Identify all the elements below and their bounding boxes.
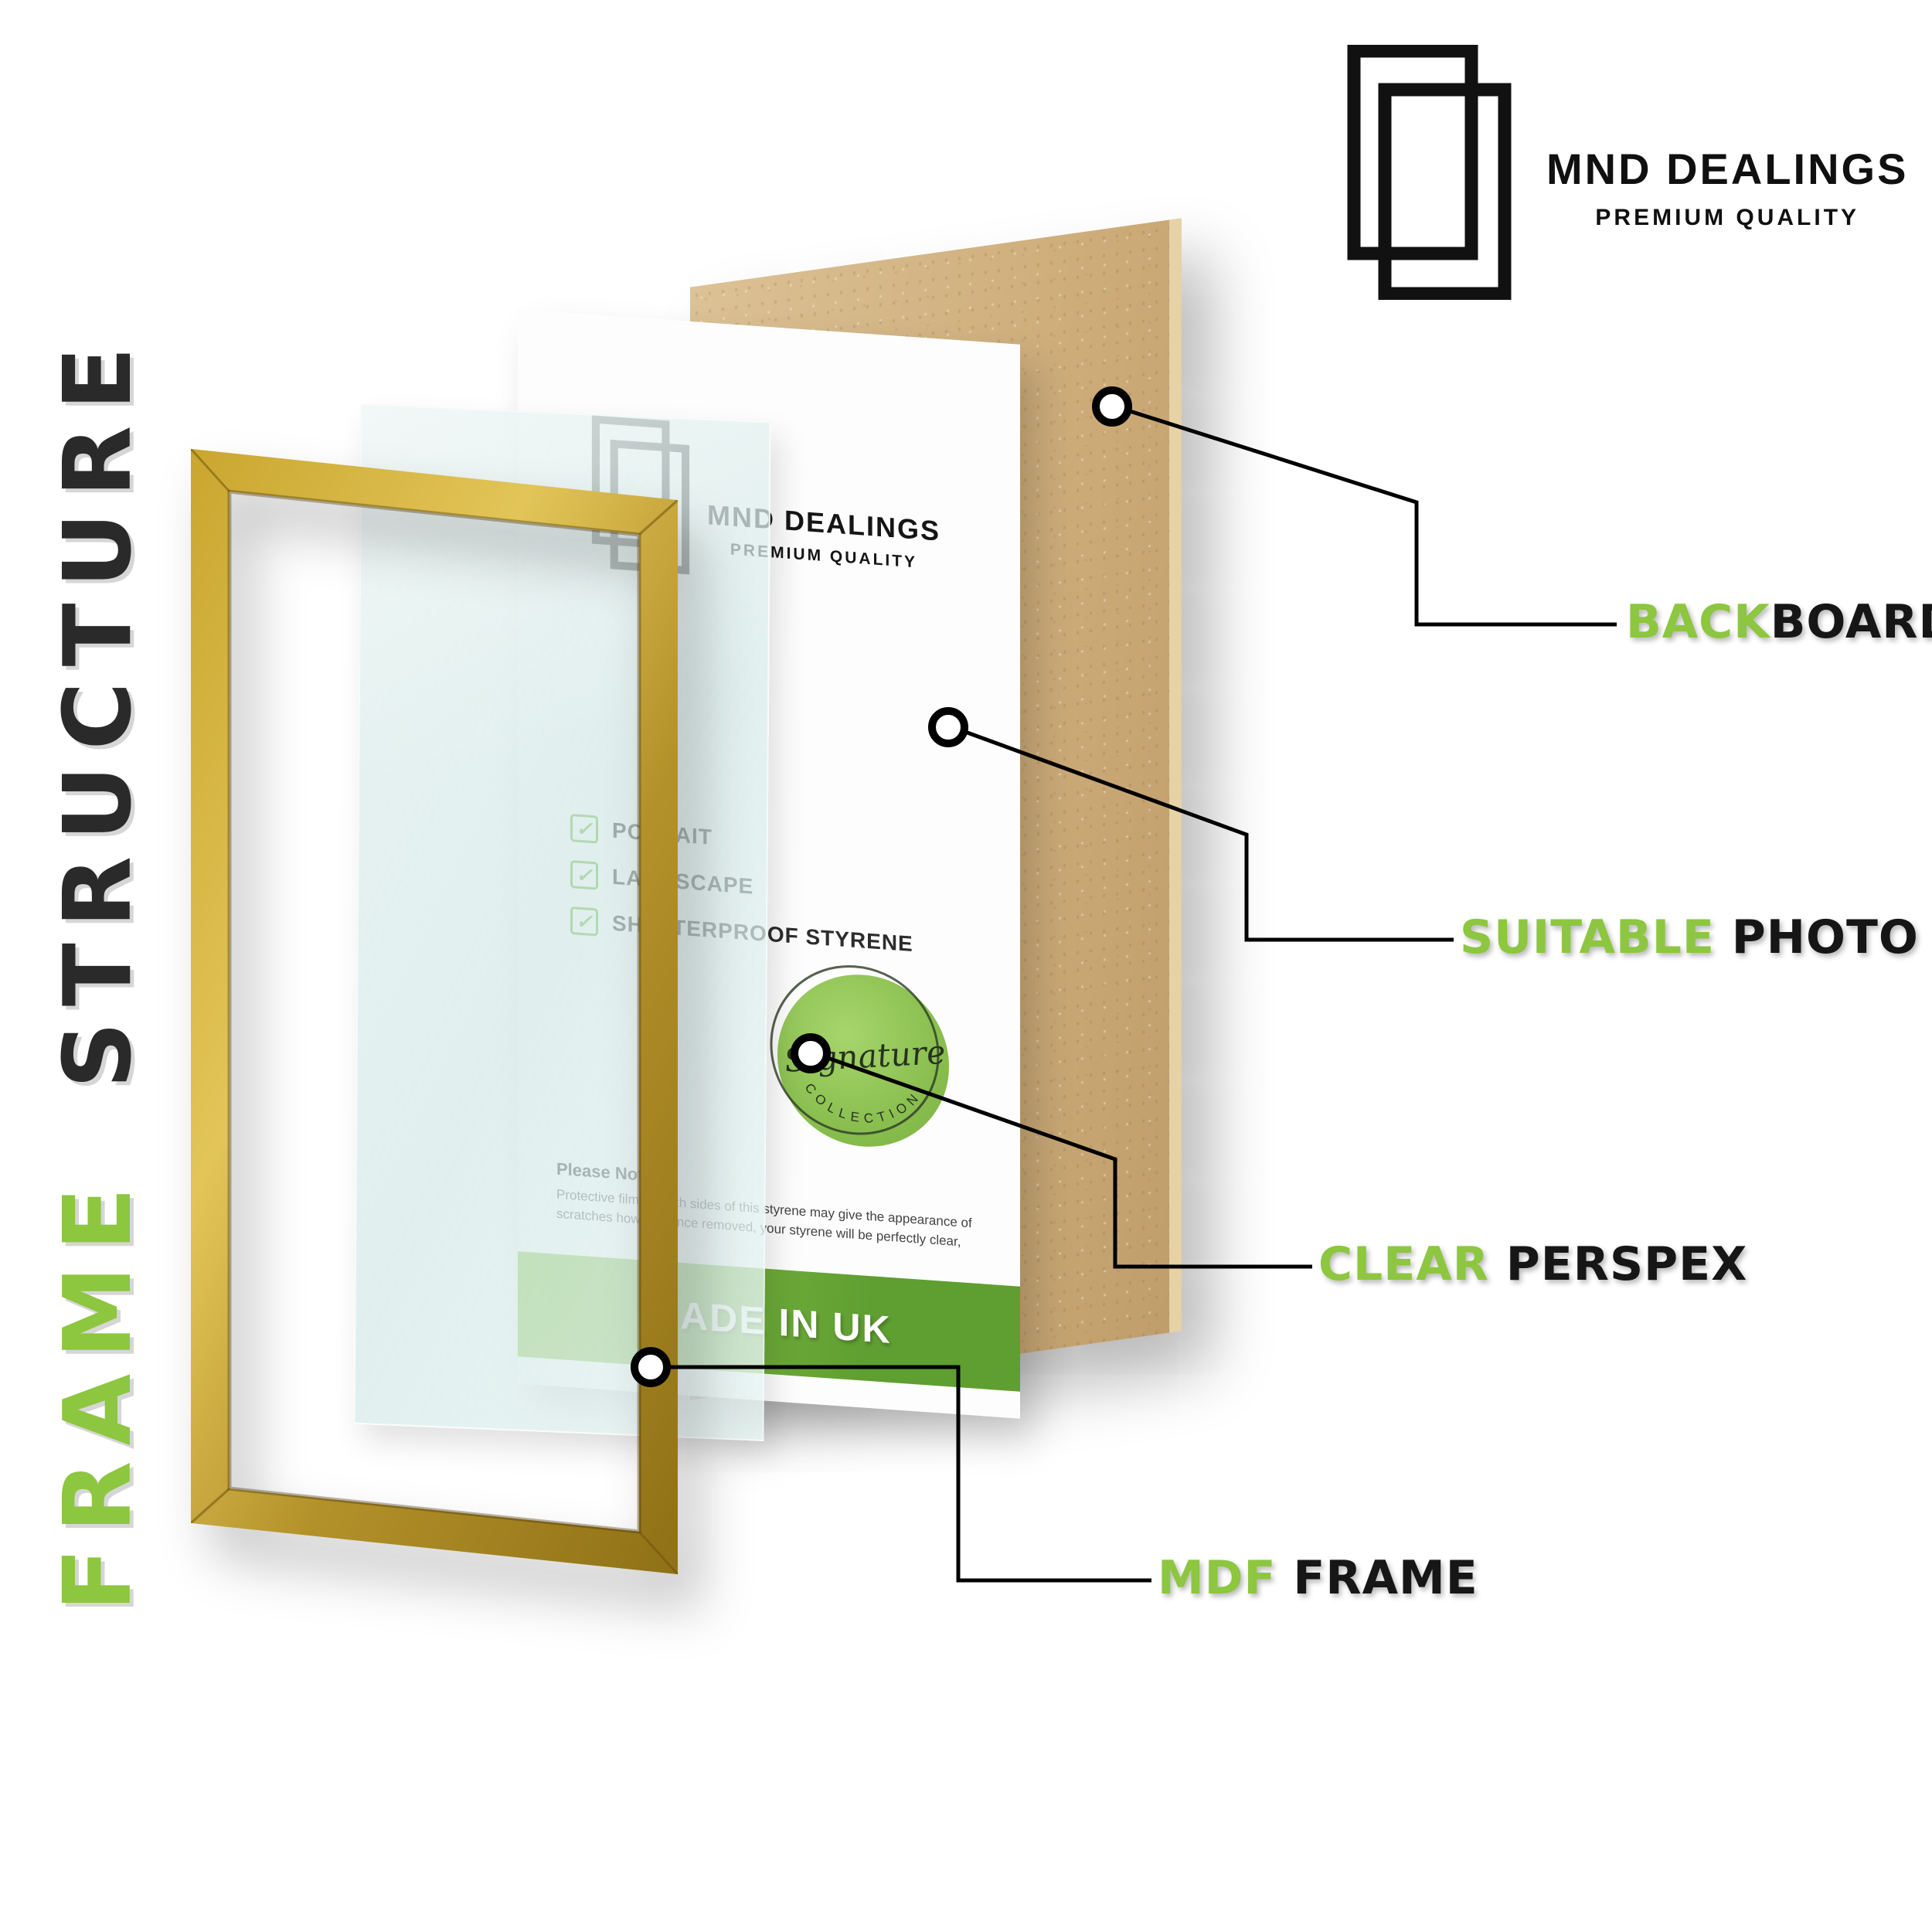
double-frame-logo-icon <box>1347 45 1512 300</box>
brand-tagline: PREMIUM QUALITY <box>1595 205 1860 230</box>
side-title-structure: STRUCTURE <box>45 331 152 1089</box>
callout-clear-perspex: CLEAR PERSPEX <box>1318 1237 1747 1291</box>
brand-lockup: MND DEALINGS PREMIUM QUALITY <box>1346 45 1908 300</box>
callout-mdf-frame: MDF FRAME <box>1158 1551 1478 1605</box>
brand-copy: MND DEALINGS PREMIUM QUALITY <box>1546 144 1908 300</box>
side-title: FRAME STRUCTURE <box>45 331 152 1611</box>
callout-rest: PHOTO <box>1714 910 1919 964</box>
callout-suitable-photo: SUITABLE PHOTO <box>1460 910 1919 964</box>
callout-accent: MDF <box>1158 1551 1277 1605</box>
callout-accent: BACK <box>1626 595 1770 649</box>
perspex-layer <box>353 404 771 1441</box>
side-title-frame: FRAME <box>45 1172 152 1611</box>
callout-rest: BOARD <box>1770 595 1932 649</box>
callout-accent: SUITABLE <box>1460 910 1715 964</box>
callout-accent: CLEAR <box>1318 1237 1489 1291</box>
brand-name: MND DEALINGS <box>1546 145 1909 193</box>
callout-backboard: BACKBOARD <box>1626 595 1932 649</box>
callout-rest: PERSPEX <box>1488 1237 1748 1291</box>
signature-collection-badge: Signature COLLECTION <box>770 964 949 1147</box>
callout-rest: FRAME <box>1276 1551 1478 1605</box>
backboard-connector-line <box>1129 409 1617 627</box>
